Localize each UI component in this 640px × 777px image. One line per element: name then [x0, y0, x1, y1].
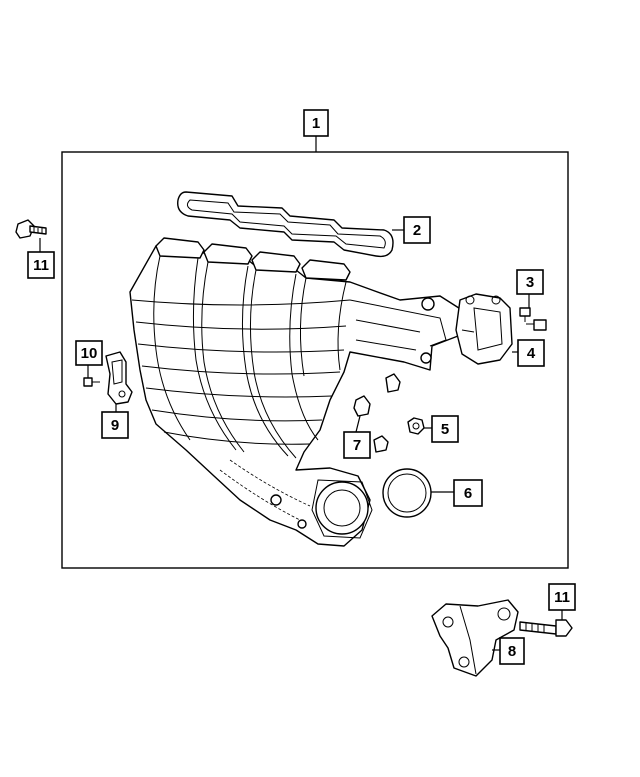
svg-text:3: 3	[526, 274, 534, 291]
screw-part-3b	[526, 319, 547, 331]
svg-text:11: 11	[554, 589, 570, 606]
callout-1: 1	[303, 109, 329, 137]
assembly-frame	[61, 151, 569, 569]
svg-text:1: 1	[312, 115, 320, 132]
leader-lines	[39, 136, 563, 651]
callout-6: 6	[453, 479, 483, 507]
callout-11-left: 11	[27, 251, 55, 279]
bolt-part-11-right	[519, 619, 573, 637]
nut-part-5	[407, 417, 425, 435]
callout-11-right: 11	[548, 583, 576, 611]
callout-3: 3	[516, 269, 544, 295]
svg-text:7: 7	[353, 437, 361, 454]
runner-control-actuator	[455, 293, 513, 365]
callout-7: 7	[343, 431, 371, 459]
intake-manifold	[129, 237, 463, 547]
callout-10: 10	[75, 340, 103, 366]
svg-text:5: 5	[441, 421, 449, 438]
clip-part-7	[353, 373, 401, 453]
o-ring-part-6	[382, 468, 432, 518]
intake-gasket	[177, 191, 394, 258]
callout-8: 8	[499, 637, 525, 665]
callout-9: 9	[101, 411, 129, 439]
svg-text:4: 4	[527, 345, 536, 362]
bracket-part-8	[431, 599, 519, 677]
screw-part-10	[83, 377, 100, 387]
svg-text:6: 6	[464, 485, 472, 502]
svg-text:10: 10	[81, 345, 98, 362]
screw-part-3	[519, 307, 531, 322]
bolt-part-11-left	[15, 219, 47, 239]
svg-text:2: 2	[413, 222, 421, 239]
callout-2: 2	[403, 216, 431, 244]
sensor-part-9	[105, 351, 133, 405]
svg-text:8: 8	[508, 643, 516, 660]
callout-4: 4	[517, 339, 545, 367]
callout-5: 5	[431, 415, 459, 443]
svg-text:9: 9	[111, 417, 119, 434]
svg-text:11: 11	[33, 257, 49, 274]
